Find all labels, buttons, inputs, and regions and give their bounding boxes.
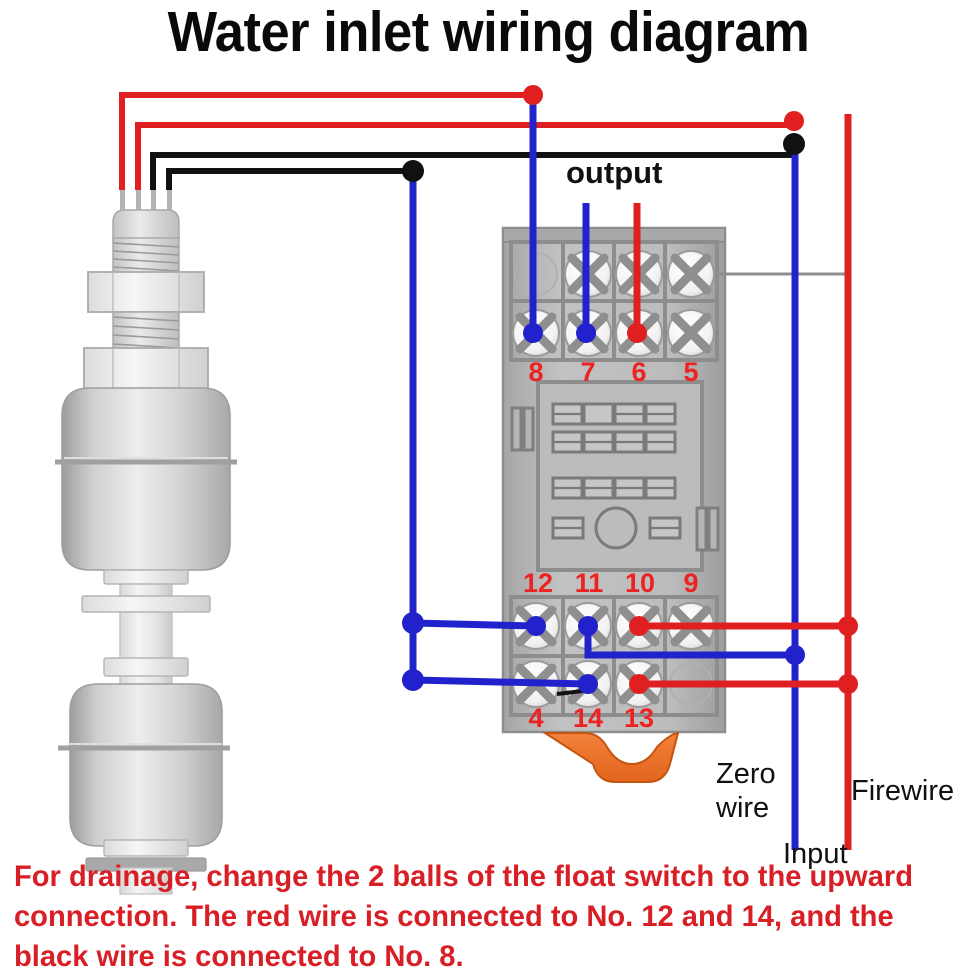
- junction-dot-black-top-right: [783, 133, 805, 155]
- float-switch-collar-3: [81, 595, 211, 613]
- socket-slot-midlines: [553, 412, 680, 530]
- junction-dots: [402, 85, 858, 694]
- zero-wire-label: Zero wire: [716, 757, 776, 825]
- float-switch-cap: [112, 209, 180, 241]
- terminal-dot-11: [578, 616, 598, 636]
- terminal-dot-7: [576, 323, 596, 343]
- float-ball-bottom: [58, 657, 230, 847]
- float-switch-collar-2: [103, 569, 189, 585]
- terminal-label-13: 13: [624, 703, 654, 733]
- junction-dot-firewire-upper: [838, 616, 858, 636]
- red-wire-float-1: [119, 92, 533, 190]
- terminal-label-14: 14: [573, 703, 603, 733]
- float-ball-top: [55, 387, 237, 571]
- terminal-label-6: 6: [631, 357, 646, 387]
- terminal-label-11: 11: [575, 568, 604, 598]
- black-wire-float-2: [166, 168, 413, 190]
- terminal-label-5: 5: [683, 357, 698, 387]
- terminal-label-12: 12: [523, 568, 553, 598]
- terminal-dot-6: [627, 323, 647, 343]
- din-rail-clip: [541, 732, 680, 783]
- terminal-dot-12: [526, 616, 546, 636]
- socket-center-hole: [594, 506, 638, 550]
- firewire-label: Firewire: [851, 775, 955, 807]
- input-label: Input: [783, 838, 848, 870]
- terminal-label-7: 7: [580, 357, 595, 387]
- terminal-dot-13: [629, 674, 649, 694]
- terminal-dot-8: [523, 323, 543, 343]
- float-switch-assembly: [55, 176, 237, 895]
- terminal-dot-10: [629, 616, 649, 636]
- terminal-label-10: 10: [625, 568, 655, 598]
- junction-dot-blue-14: [402, 669, 424, 691]
- red-wire-right-group: [633, 114, 852, 850]
- output-label: output: [566, 155, 663, 190]
- blue-wire-to-terminal-12: [412, 619, 537, 630]
- junction-dot-red-top-right: [784, 111, 804, 131]
- blue-wire-group: [409, 95, 799, 850]
- zero-wire-label-line2: wire: [716, 792, 770, 824]
- caption-text: For drainage, change the 2 balls of the …: [14, 860, 913, 973]
- thread-lines-upper: [112, 242, 180, 272]
- float-switch-tip: [119, 867, 173, 895]
- junction-dot-black-left: [402, 160, 424, 182]
- float-switch-nut-upper: [87, 271, 205, 313]
- terminal-label-9: 9: [683, 568, 698, 598]
- junction-dot-red-top-center: [523, 85, 543, 105]
- red-wire-group: [119, 92, 797, 190]
- black-wire-group: [150, 144, 797, 190]
- relay-socket: [501, 226, 846, 783]
- blue-wire-to-terminal-14: [412, 676, 589, 688]
- screw-5-upper: [667, 250, 715, 298]
- junction-dot-blue-12: [402, 612, 424, 634]
- terminal-screw-5: [667, 309, 715, 357]
- terminal-number-labels: 8 7 6 5 12 11 10 9 4 14 13: [523, 357, 699, 733]
- polarity-dash: [556, 689, 584, 696]
- terminal-label-8: 8: [528, 357, 543, 387]
- socket-vent-slots: [510, 406, 720, 552]
- zero-wire-label-line1: Zero: [716, 758, 776, 790]
- terminal-dot-14: [578, 674, 598, 694]
- float-switch-collar-4: [103, 839, 189, 857]
- junction-dot-firewire-lower: [838, 674, 858, 694]
- junction-dot-zero-trunk: [785, 645, 805, 665]
- float-switch-lead-stubs: [120, 176, 172, 218]
- terminal-label-4: 4: [528, 703, 543, 733]
- socket-top-terminal-screws: [512, 309, 715, 357]
- page-title: Water inlet wiring diagram: [167, 0, 810, 64]
- black-wire-float-1: [150, 144, 797, 190]
